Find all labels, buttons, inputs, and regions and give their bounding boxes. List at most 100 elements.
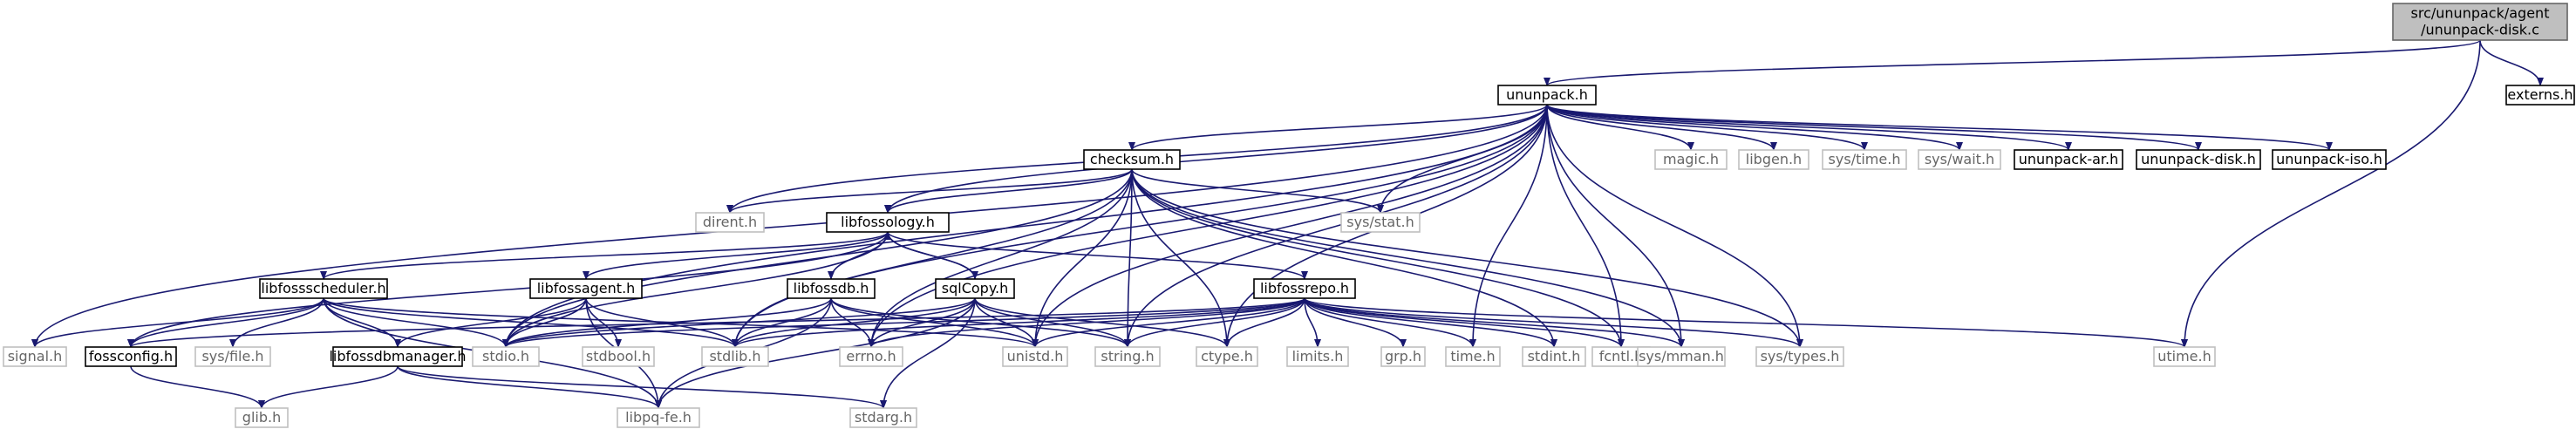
edge-libfossology_h-to-fossconfig_h <box>127 231 889 348</box>
edge-ununpack_h-to-stdio_h <box>502 104 1548 348</box>
edge-checksum_h-to-sysmman_h <box>1131 168 1685 348</box>
node-label: libfossrepo.h <box>1260 280 1349 296</box>
edge-libfossdb_h-to-string_h <box>830 297 1131 348</box>
node-ununpack-disk-h[interactable]: ununpack-disk.h <box>2136 149 2261 170</box>
node-label: ctype.h <box>1201 348 1253 364</box>
edge-libfossdbmanager_h-to-libpqfe_h <box>397 365 662 409</box>
edge-ununpack_h-to-libgen_h <box>1546 104 1777 151</box>
node-stdlib-h: stdlib.h <box>701 346 769 367</box>
node-libfossdb-h[interactable]: libfossdb.h <box>787 278 876 299</box>
edge-ununpack_h-to-sysmman_h <box>1546 104 1685 348</box>
edge-libfossdbmanager_h-to-glib_h <box>258 365 399 409</box>
node-box <box>695 212 765 233</box>
node-box <box>235 407 289 428</box>
edge-libfossrepo_h-to-ctype_h <box>1223 297 1305 348</box>
edge-sqlcopy_h-to-stdlib_h <box>732 297 976 348</box>
node-systypes-h: sys/types.h <box>1755 346 1844 367</box>
edge-libfossscheduler_h-to-fossconfig_h <box>127 297 324 348</box>
node-box <box>1083 149 1181 170</box>
edge-libfossdbmanager_h-to-stdarg_h <box>397 365 887 409</box>
node-box <box>839 346 903 367</box>
node-label: errno.h <box>846 348 896 364</box>
node-box <box>1094 346 1161 367</box>
node-magic-h: magic.h <box>1654 149 1728 170</box>
edge-root-to-externs_h <box>2479 39 2544 86</box>
edge-libfossrepo_h-to-time_h <box>1304 297 1476 348</box>
node-sqlcopy-h[interactable]: sqlCopy.h <box>935 278 1015 299</box>
node-label: sys/types.h <box>1761 348 1840 364</box>
node-ununpack-iso-h[interactable]: ununpack-iso.h <box>2272 149 2387 170</box>
node-label: libfossscheduler.h <box>261 280 385 296</box>
node-label: externs.h <box>2507 86 2573 103</box>
node-label: stdbool.h <box>586 348 651 364</box>
node-ununpack-h[interactable]: ununpack.h <box>1497 85 1597 106</box>
node-label: glib.h <box>242 409 281 426</box>
node-label: limits.h <box>1292 348 1344 364</box>
node-box <box>2014 149 2123 170</box>
edge-ununpack_h-to-checksum_h <box>1128 104 1548 151</box>
node-libfossology-h[interactable]: libfossology.h <box>826 212 950 233</box>
node-box <box>1654 149 1728 170</box>
node-libgen-h: libgen.h <box>1738 149 1809 170</box>
node-label: sqlCopy.h <box>942 280 1008 296</box>
node-box <box>2505 85 2575 106</box>
node-label: libfossdbmanager.h <box>329 348 466 364</box>
node-checksum-h[interactable]: checksum.h <box>1083 149 1181 170</box>
node-label: unistd.h <box>1007 348 1064 364</box>
node-syswait-h: sys/wait.h <box>1918 149 2001 170</box>
node-ununpack-ar-h[interactable]: ununpack-ar.h <box>2014 149 2123 170</box>
node-root[interactable]: src/ununpack/agent/ununpack-disk.c <box>2392 3 2568 41</box>
node-fossconfig-h[interactable]: fossconfig.h <box>85 346 177 367</box>
node-box <box>1002 346 1068 367</box>
node-label: fossconfig.h <box>89 348 173 364</box>
node-box <box>2272 149 2387 170</box>
edge-fossconfig_h-to-glib_h <box>130 365 265 409</box>
node-ctype-h: ctype.h <box>1196 346 1258 367</box>
edge-ununpack_h-to-ununpack_ar_h <box>1546 104 2072 151</box>
node-label: ununpack.h <box>1506 86 1588 103</box>
node-label: magic.h <box>1663 151 1719 167</box>
node-label: src/ununpack/agent/ununpack-disk.c <box>2411 5 2550 38</box>
node-externs-h[interactable]: externs.h <box>2505 85 2575 106</box>
edge-libfossrepo_h-to-sysmman_h <box>1304 297 1685 348</box>
node-libfossdbmanager-h[interactable]: libfossdbmanager.h <box>329 346 467 367</box>
node-libfossagent-h[interactable]: libfossagent.h <box>529 278 643 299</box>
node-stdint-h: stdint.h <box>1522 346 1586 367</box>
node-label: sys/mman.h <box>1639 348 1724 364</box>
node-label: libfossdb.h <box>794 280 869 296</box>
node-box <box>2392 3 2568 41</box>
node-libfossscheduler-h[interactable]: libfossscheduler.h <box>259 278 388 299</box>
edge-libfossscheduler_h-to-stdlib_h <box>323 297 739 348</box>
node-libfossrepo-h[interactable]: libfossrepo.h <box>1253 278 1356 299</box>
edge-checksum_h-to-dirent_h <box>726 168 1133 214</box>
node-label: stdint.h <box>1528 348 1581 364</box>
node-box <box>582 346 655 367</box>
edge-libfossscheduler_h-to-signal_h <box>31 297 324 348</box>
node-box <box>617 407 700 428</box>
edge-libfossrepo_h-to-fcntl_h <box>1304 297 1625 348</box>
node-box <box>1380 346 1426 367</box>
edge-ununpack_h-to-unistd_h <box>1032 104 1548 348</box>
node-label: fcntl.h <box>1599 348 1644 364</box>
node-box <box>935 278 1015 299</box>
node-box <box>1918 149 2001 170</box>
node-label: dirent.h <box>703 214 757 230</box>
node-grp-h: grp.h <box>1380 346 1426 367</box>
edge-libfossdb_h-to-stdio_h <box>502 297 832 348</box>
node-label: ununpack-disk.h <box>2141 151 2256 167</box>
edge-libfossrepo_h-to-stdlib_h <box>732 297 1305 348</box>
edge-ununpack_h-to-ununpack_disk_h <box>1546 104 2202 151</box>
node-box <box>1196 346 1258 367</box>
node-label: ununpack-iso.h <box>2276 151 2382 167</box>
node-box <box>826 212 950 233</box>
node-box <box>1497 85 1597 106</box>
node-label: checksum.h <box>1090 151 1174 167</box>
node-box <box>85 346 177 367</box>
node-stdio-h: stdio.h <box>472 346 540 367</box>
node-label: utime.h <box>2157 348 2211 364</box>
edge-libfossscheduler_h-to-unistd_h <box>323 297 1039 348</box>
node-label: sys/wait.h <box>1925 151 1994 167</box>
edge-libfossagent_h-to-libfossdbmanager_h <box>394 297 587 348</box>
node-sysstat-h: sys/stat.h <box>1340 212 1421 233</box>
edge-checksum_h-to-ctype_h <box>1131 168 1230 348</box>
